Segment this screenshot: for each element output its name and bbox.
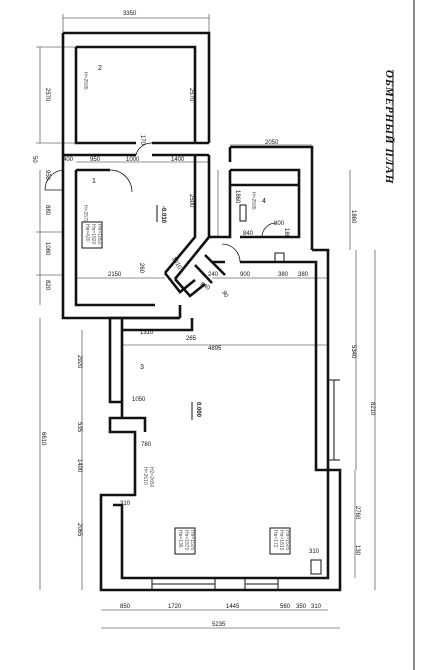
room-3-stamp2-box [269, 527, 291, 555]
dim-step-right: 265 [186, 336, 197, 342]
dim-bottom-5: 310 [311, 604, 322, 610]
room-2-number: 2 [98, 65, 102, 72]
dim-room4-bottom-1: 800 [274, 221, 285, 227]
dim-row1-2: 1000 [126, 157, 140, 163]
dim-bottom-1: 1720 [168, 604, 182, 610]
dim-room3-width: 4895 [208, 346, 222, 352]
dim-bottom-3: 560 [280, 604, 291, 610]
dim-bottom-4: 350 [296, 604, 307, 610]
dim-room1-left-2: 820 [44, 280, 50, 291]
dim-bottom-0: 850 [120, 604, 131, 610]
dim-right-total: 5340 [350, 345, 356, 359]
dim-small-label-3: 840 [199, 282, 211, 293]
dim-room3-left-top: 2920 [76, 355, 82, 369]
dim-bottom-total: 5235 [212, 622, 226, 628]
door-room-1-arc [109, 169, 133, 193]
room-3-stamp2-line: Нп=1810 [278, 530, 284, 551]
room-4-walls [209, 145, 314, 250]
room-3-stamp-line: Нп=1505 [189, 530, 195, 551]
door-room-3 [221, 243, 241, 263]
dim-step-left: 1310 [140, 330, 154, 336]
door-room-2 [135, 142, 153, 156]
dim-mid-1: 240 [208, 272, 219, 278]
dim-room1-left-0: 880 [44, 205, 50, 216]
room-3-stamp-line: Нв=136 [177, 530, 183, 548]
room-3-stamp-box [174, 527, 196, 555]
dim-room2-right: 2570 [188, 88, 194, 102]
elevation-room-1: -0.010 [160, 206, 166, 224]
dim-niche-top: 1050 [132, 397, 146, 403]
room-3-height: H=2610 [142, 467, 148, 485]
fixture-corner [310, 559, 322, 575]
dim-row1-0: 400 [63, 157, 74, 163]
dim-room3-left-total: 6610 [40, 432, 46, 446]
window-right [328, 379, 340, 461]
dim-niche-lower: 1400 [76, 459, 82, 473]
room-3-height2: H2=2650 [148, 467, 154, 488]
room-3-stamp2-line: Нп=1505 [284, 530, 290, 551]
room-1-stamp-box [81, 221, 103, 249]
dim-top: 3350 [123, 11, 137, 17]
door-room-4 [261, 222, 277, 238]
dim-right-bottom-small: 310 [309, 549, 320, 555]
dim-bottom-small: 310 [120, 501, 131, 507]
dim-right-full: 8210 [369, 402, 375, 416]
dim-room4-inner: 180 [283, 228, 289, 239]
dim-room4-left: 1860 [234, 190, 240, 204]
room-1-walls [61, 155, 211, 320]
dim-bottom-2: 1445 [226, 604, 240, 610]
room-2-height: H=2595 [82, 72, 88, 90]
room-3-stamp2-line: Нв=172 [272, 530, 278, 548]
room-4-height: H=2595 [250, 192, 256, 210]
dim-door-gap: 170 [139, 135, 145, 146]
fixture-small [274, 252, 285, 263]
dim-room1-left-1: 1080 [44, 242, 50, 256]
dim-niche-mid: 780 [141, 442, 152, 448]
door-room-1-left [44, 169, 64, 191]
window-bottom [151, 578, 279, 590]
room-1-stamp-line: Нв=420 [84, 224, 90, 242]
dim-row1-1: 950 [90, 157, 101, 163]
dim-mid-4: 380 [298, 272, 309, 278]
dim-room4-bottom-0: 840 [243, 231, 254, 237]
room-2-walls [61, 31, 211, 157]
room-4-number: 4 [262, 198, 266, 205]
dim-bottom-left: 2065 [76, 523, 82, 537]
room-1-height: H=2570 [82, 205, 88, 223]
dim-right-bottom-tiny: 130 [354, 545, 360, 556]
room-1-number: 1 [92, 178, 96, 185]
dim-row1-3: 1400 [171, 157, 185, 163]
dim-mid-3: 380 [278, 272, 289, 278]
dim-room2-left: 2570 [44, 88, 50, 102]
dim-right-low: 2760 [354, 506, 360, 520]
dim-room4-top: 2050 [265, 140, 279, 146]
dim-room4-right: 1860 [350, 210, 356, 224]
dim-small-label-1: 260 [138, 263, 144, 274]
diagonal-passage [163, 254, 226, 298]
dim-niche-small: 535 [76, 422, 82, 433]
room-3-number: 3 [140, 364, 144, 371]
fixture-room-4 [239, 204, 247, 222]
dim-top-left-small: 50 [31, 156, 37, 163]
dim-mid-0: 2150 [108, 272, 122, 278]
elevation-room-3: 0.000 [195, 402, 201, 418]
room-3-walls [99, 248, 342, 592]
dim-room1-right: 2500 [188, 194, 194, 208]
room-1-stamp-line: Нп=1850 [96, 224, 102, 245]
dim-mid-2: 900 [240, 272, 251, 278]
room-3-stamp-line: Нп=1870 [183, 530, 189, 551]
dim-left-wall: 950 [44, 170, 50, 181]
room-1-stamp-line: Нп=1820 [90, 224, 96, 245]
plan-title: ОБМЕРНЫЙ ПЛАН [383, 70, 395, 184]
dim-small-label-4: 90 [220, 290, 229, 299]
